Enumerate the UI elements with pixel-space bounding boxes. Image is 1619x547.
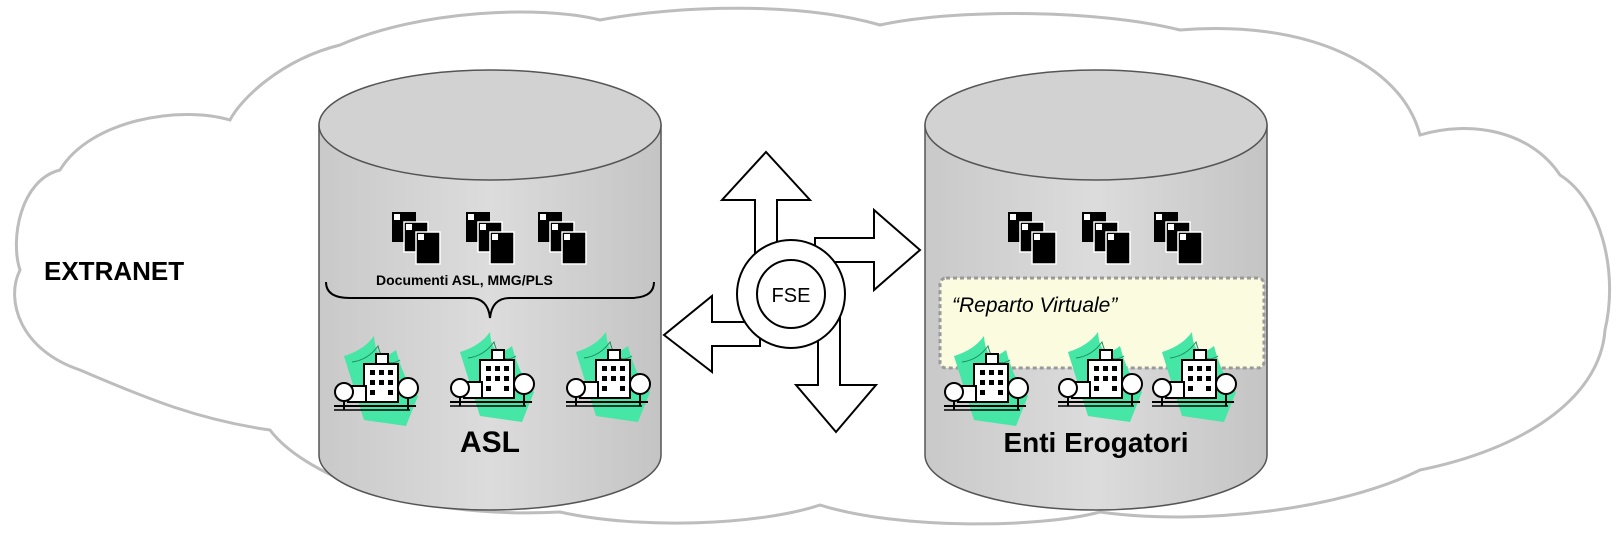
virtual-ward-label: “Reparto Virtuale”: [952, 294, 1118, 317]
arrow-left-icon: [662, 293, 761, 375]
fse-hub: FSE: [662, 150, 922, 434]
asl-label: ASL: [460, 426, 520, 459]
extranet-label: EXTRANET: [44, 256, 184, 286]
fse-label: FSE: [772, 285, 811, 307]
enti-erogatori-label: Enti Erogatori: [1003, 427, 1188, 458]
documents-caption: Documenti ASL, MMG/PLS: [376, 272, 553, 288]
documents-brace: [325, 281, 655, 319]
arrow-down-icon: [793, 309, 879, 434]
